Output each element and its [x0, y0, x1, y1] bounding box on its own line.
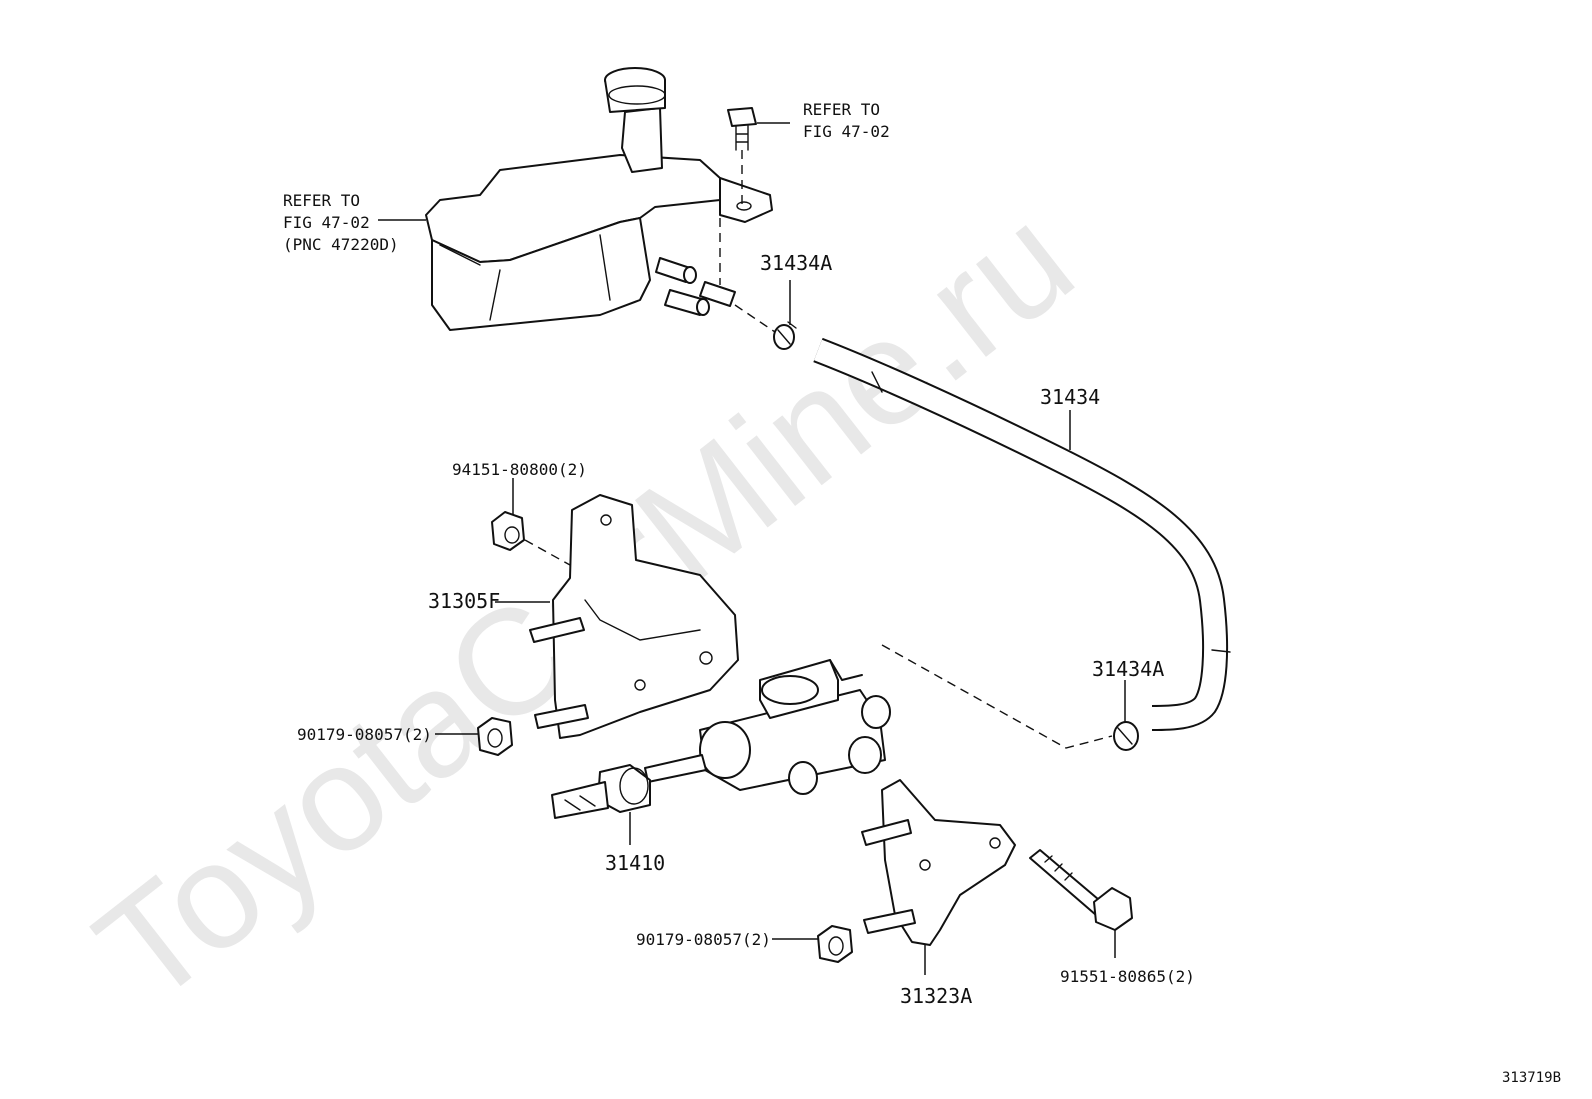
refer-note-top-line1: REFER TO: [803, 100, 880, 119]
callout-bracket-upper: 31305F: [428, 589, 500, 613]
refer-note-top-line2: FIG 47-02: [803, 122, 890, 141]
clamp-upper-guide: [734, 304, 776, 333]
master-cylinder: [551, 659, 891, 819]
bolt-lower-icon: [1029, 849, 1133, 931]
bolt-refer-icon: [727, 107, 757, 151]
clamp-upper-icon: [773, 321, 797, 350]
refer-note-left-line3: (PNC 47220D): [283, 235, 399, 254]
nut-lower-icon: [817, 925, 853, 963]
nut-left-icon: [477, 717, 513, 756]
diagram-code: 313719B: [1502, 1070, 1561, 1086]
inlet-guide-line: [881, 644, 1113, 749]
refer-note-left-line1: REFER TO: [283, 191, 360, 210]
reservoir-tank: [425, 67, 773, 331]
clamp-lower-icon: [1113, 721, 1139, 751]
stud-upper-icon: [529, 617, 589, 729]
callout-bolt: 91551-80865(2): [1060, 967, 1195, 986]
callout-clamp-lower: 31434A: [1092, 657, 1164, 681]
bracket-lower: [861, 779, 1016, 946]
nut-upper-icon: [491, 511, 525, 551]
callout-bracket-lower: 31323A: [900, 984, 972, 1008]
hose-body: [814, 339, 1227, 729]
hose-marks: [871, 371, 1231, 653]
nut-upper-guide: [524, 539, 571, 566]
callout-clamp-upper: 31434A: [760, 251, 832, 275]
callout-nut-lower: 90179-08057(2): [636, 930, 771, 949]
refer-note-left-line2: FIG 47-02: [283, 213, 370, 232]
callout-master-cylinder: 31410: [605, 851, 665, 875]
leader-lines: [378, 122, 1126, 975]
callout-nut-upper: 94151-80800(2): [452, 460, 587, 479]
callout-nut-left: 90179-08057(2): [297, 725, 432, 744]
callout-hose: 31434: [1040, 385, 1100, 409]
